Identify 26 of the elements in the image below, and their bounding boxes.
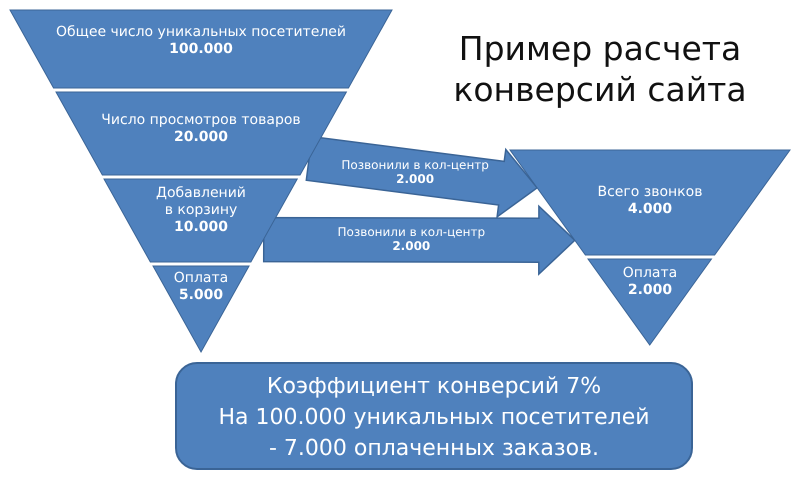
stage-value: 2.000 bbox=[628, 282, 672, 299]
funnel-segment bbox=[10, 10, 392, 88]
stage-value: 4.000 bbox=[628, 200, 672, 218]
block-arrow bbox=[262, 204, 576, 276]
stage-label: Всего звонков bbox=[597, 184, 702, 201]
funnel-segment bbox=[510, 150, 790, 255]
stage-value: 20.000 bbox=[174, 128, 228, 146]
result-text: На 100.000 уникальных посетителей bbox=[218, 404, 650, 432]
edge-label: Позвонили в кол-центр 2.000 bbox=[340, 158, 490, 187]
stage-value: 100.000 bbox=[169, 40, 233, 58]
result-box bbox=[175, 362, 693, 470]
result-text: Коэффициент конверсий 7% bbox=[266, 373, 602, 401]
stage-value: 10.000 bbox=[174, 218, 228, 236]
funnel-segment bbox=[152, 266, 250, 352]
stage-value: 5.000 bbox=[178, 286, 224, 304]
stage-label: Общее число уникальных посетителей bbox=[56, 24, 346, 41]
edge-label: Позвонили в кол-центр 2.000 bbox=[336, 224, 486, 254]
title: Пример расчета конверсий сайта bbox=[452, 28, 748, 110]
stage-label: Число просмотров товаров bbox=[101, 112, 301, 129]
stage-label: Оплата bbox=[174, 270, 228, 287]
stage-label: Оплата bbox=[622, 265, 678, 282]
result-text: - 7.000 оплаченных заказов. bbox=[268, 434, 600, 463]
funnel-segment bbox=[588, 259, 712, 345]
block-arrow bbox=[305, 136, 538, 219]
funnel-segment bbox=[104, 179, 298, 262]
stage-label: Добавлений в корзину bbox=[155, 185, 247, 219]
